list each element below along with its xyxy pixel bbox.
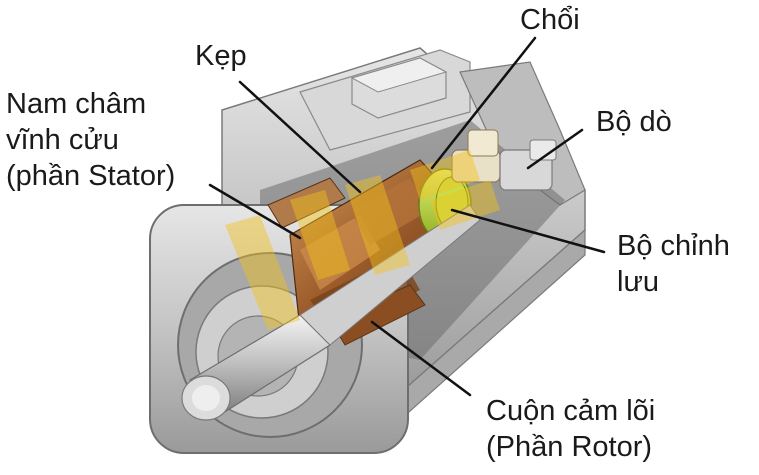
brush-assembly	[451, 129, 501, 183]
leader-commutator	[450, 208, 606, 254]
leader-brush	[430, 36, 537, 170]
label-rotor-line1: Cuộn cảm lõi	[486, 395, 656, 427]
leader-stator	[208, 183, 302, 240]
label-brush: Chổi	[520, 2, 580, 38]
label-rotor-line2: (Phần Rotor)	[486, 431, 653, 463]
leader-lines	[208, 36, 606, 397]
label-stator-line3: (phần Stator)	[6, 160, 176, 192]
leader-clamp	[238, 80, 362, 194]
label-stator-line2: vĩnh cửu	[6, 124, 119, 156]
label-clamp: Kẹp	[195, 38, 247, 74]
label-stator-line1: Nam châm	[6, 88, 147, 120]
watermark-logo	[225, 150, 500, 330]
leader-encoder	[526, 128, 584, 170]
label-brush-text: Chổi	[520, 4, 580, 36]
label-stator: Nam châm vĩnh cửu (phần Stator)	[6, 86, 175, 194]
label-commutator-line1: Bộ chỉnh	[617, 230, 730, 262]
motor-shaft	[181, 204, 481, 421]
label-rotor: Cuộn cảm lõi (Phần Rotor)	[486, 393, 655, 465]
label-clamp-text: Kẹp	[195, 40, 247, 72]
leader-rotor	[370, 320, 472, 397]
label-encoder: Bộ dò	[596, 104, 672, 140]
label-commutator: Bộ chỉnh lưu	[617, 228, 730, 300]
label-encoder-text: Bộ dò	[596, 106, 672, 138]
label-commutator-line2: lưu	[617, 266, 659, 298]
